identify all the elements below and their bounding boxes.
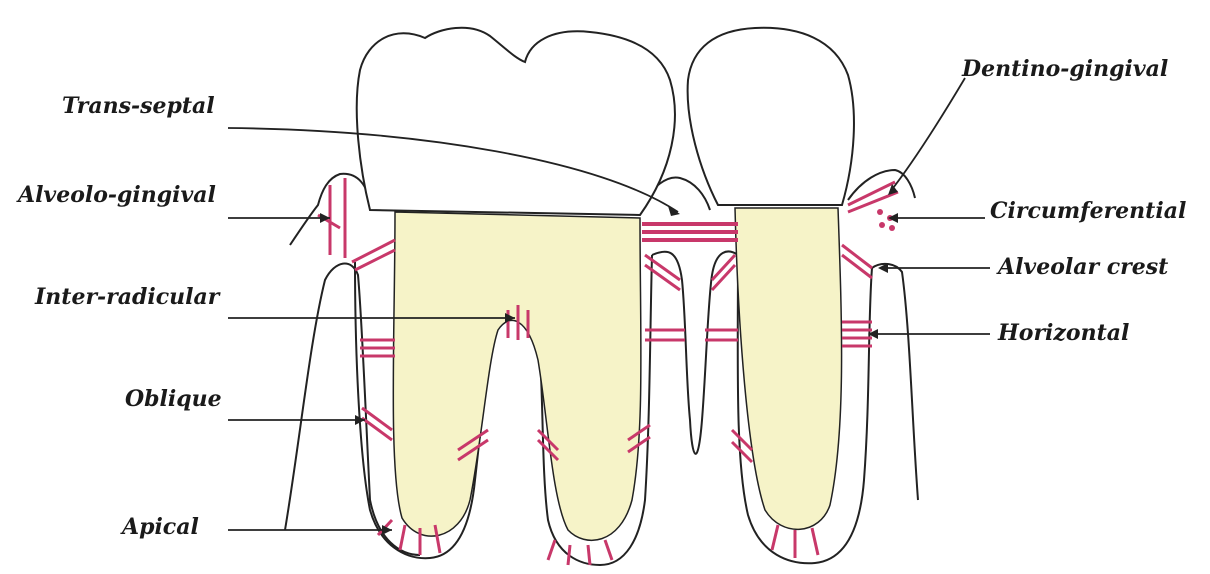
premolar-crown [688,28,854,205]
label-alveolo-gingival: Alveolo-gingival [18,184,216,206]
fiber-apical [605,540,612,560]
fiber-alveolar-crest [355,250,395,270]
fiber-apical [548,540,555,560]
arrowhead [668,206,680,216]
premolar-root [735,208,842,529]
fiber-trans-septal [642,222,738,226]
fiber-alveolar-crest [842,255,872,278]
fiber-trans-septal [642,230,738,234]
fiber-circumferential [879,222,885,228]
label-dentino-gingival: Dentino-gingival [962,58,1168,80]
fiber-alveolar-crest [352,240,395,262]
leader-dentino-gingival [890,78,965,192]
fiber-apical [812,528,818,555]
fiber-apical [588,545,590,565]
right-alveolar-bone-outline [872,264,918,500]
fiber-apical [568,545,570,565]
label-circumferential: Circumferential [990,200,1186,222]
right-gingiva-outline [848,170,915,200]
fiber-apical [772,525,778,550]
label-inter-radicular: Inter-radicular [35,286,219,308]
label-trans-septal: Trans-septal [62,95,215,117]
fiber-circumferential [889,225,895,231]
fiber-circumferential [877,209,883,215]
label-apical: Apical [122,516,199,538]
arrowhead [888,213,898,223]
label-horizontal: Horizontal [998,322,1129,344]
interdental-septum-outline [652,252,738,454]
fiber-apical [400,525,405,550]
crowns [357,28,854,215]
roots [393,208,841,540]
fiber-alveolar-crest [842,245,872,268]
label-oblique: Oblique [125,388,222,410]
molar-mesial-root [393,212,641,540]
fiber-trans-septal [642,238,738,242]
label-alveolar-crest: Alveolar crest [998,256,1168,278]
